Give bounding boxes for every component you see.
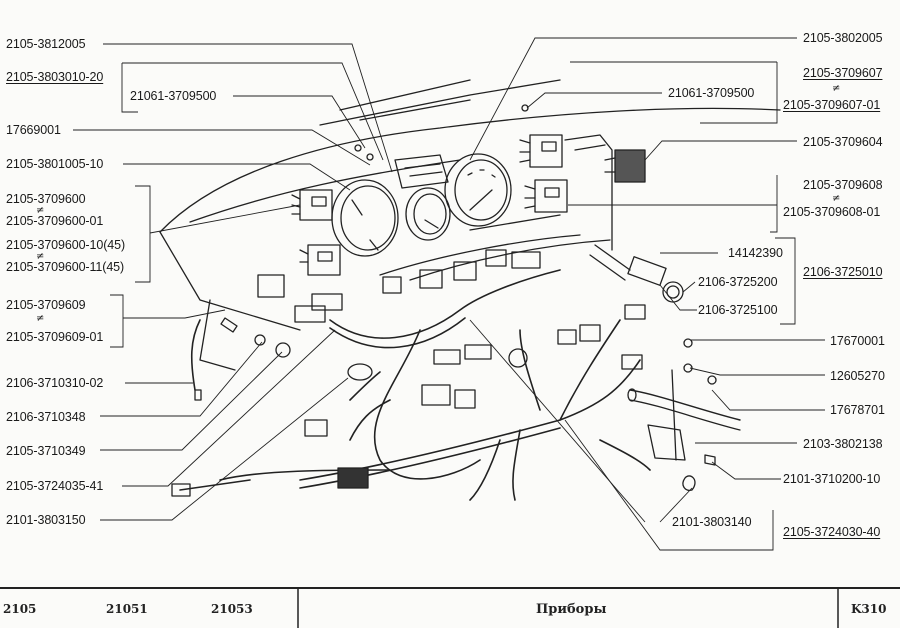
part-label: 2105-3802005 [803,31,883,45]
part-label: 17678701 [830,403,885,417]
part-label: 2105-3709608 [803,178,883,192]
part-label: 2105-3709600-10(45) [6,238,126,252]
model-code: 21053 [211,602,253,616]
part-label: 2105-3812005 [6,37,86,51]
part-label: 2106-3725200 [698,275,778,289]
gauge-small [405,187,451,241]
part-label: 21061-3709500 [130,89,217,103]
part-label: 17669001 [6,123,61,137]
assembly-label: 2105-3724030-40 [783,525,881,539]
part-label: 2105-3709609 [6,298,86,312]
part-label: 2105-3801005-10 [6,157,104,171]
part-label: 14142390 [728,246,783,260]
part-label: 12605270 [830,369,885,383]
part-label: 2105-3709608-01 [783,205,881,219]
part-label: 2105-3709604 [803,135,883,149]
part-label: 2101-3710200-10 [783,472,881,486]
cigarette-lighter [589,244,684,303]
part-label: 21061-3709500 [668,86,755,100]
part-label: 2105-3724035-41 [6,479,104,493]
part-label: 2105-3709600 [6,192,86,206]
part-label: 2106-3725100 [698,303,778,317]
part-label: 17670001 [830,334,885,348]
model-code: 2105 [3,602,37,616]
not-equal-symbol: ≠ [36,205,45,216]
switch-left-lower [299,244,341,276]
wiring-harness [179,269,651,501]
leader-lines [73,37,825,551]
connectors [171,249,646,497]
page-code: K310 [851,602,887,616]
footer-title-block: 2105 21051 21053 Приборы K310 [0,588,900,628]
part-label: 2105-3710349 [6,444,86,458]
not-equal-symbol: ≠ [36,313,45,324]
dashboard-outline [159,79,781,371]
part-label: 2103-3802138 [803,437,883,451]
not-equal-symbol: ≠ [36,251,45,262]
not-equal-symbol: ≠ [832,193,841,204]
part-label: 2106-3710310-02 [6,376,104,390]
footer-frame [0,587,900,628]
part-label: 2105-3709600-01 [6,214,104,228]
diagram-title: Приборы [536,602,607,617]
part-label: 2105-3709600-11(45) [6,260,125,274]
relay-block [604,149,646,183]
instrument-block [394,154,449,189]
part-label: 2101-3803140 [672,515,752,529]
gauge-speedometer [444,153,512,227]
assembly-label: 2105-3709607-01 [783,98,881,112]
small-fasteners [354,104,529,161]
assembly-label: 2105-3803010-20 [6,70,104,84]
switch-right-lower [524,179,568,213]
part-label: 2101-3803150 [6,513,86,527]
assembly-label: 2106-3725010 [803,265,883,279]
assembly-label: 2105-3709607 [803,66,883,80]
part-label: 2106-3710348 [6,410,86,424]
part-label: 2105-3709609-01 [6,330,104,344]
not-equal-symbol: ≠ [832,83,841,94]
model-code: 21051 [106,602,148,616]
switch-right-upper [519,134,563,168]
gauge-tachometer [331,179,399,257]
column-bracket [627,338,741,491]
